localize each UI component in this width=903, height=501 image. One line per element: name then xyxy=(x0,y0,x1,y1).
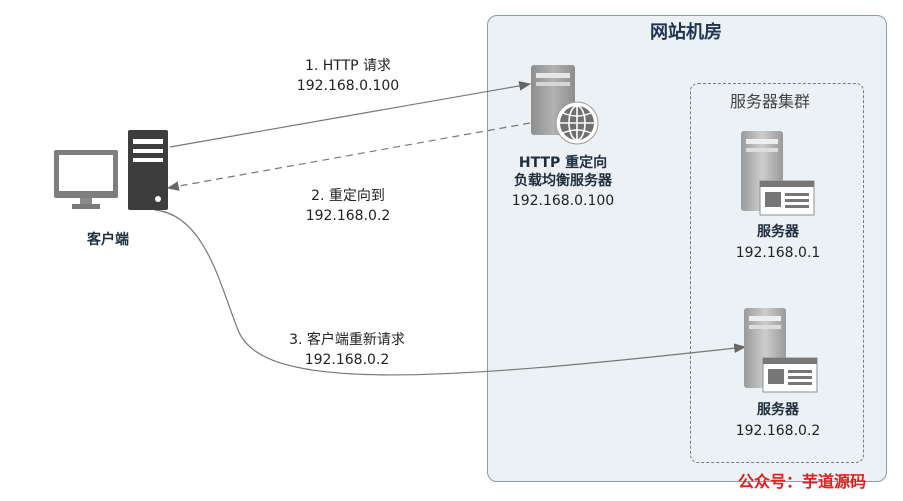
edge-3-title: 3. 客户端重新请求 xyxy=(289,332,405,348)
server-1-label: 服务器 192.168.0.1 xyxy=(728,222,828,264)
tower-icon xyxy=(128,130,168,210)
cluster-title: 服务器集群 xyxy=(730,92,811,111)
edge-3-ip: 192.168.0.2 xyxy=(304,352,390,368)
edge-1-label: 1. HTTP 请求 192.168.0.100 xyxy=(288,56,408,96)
globe-icon xyxy=(555,101,599,145)
server-2-icon xyxy=(744,308,818,393)
server-2-name: 服务器 xyxy=(757,402,799,418)
server-2-ip: 192.168.0.2 xyxy=(735,423,821,439)
edge-redirect xyxy=(166,122,531,191)
edge-http-request xyxy=(169,81,532,148)
server-1-name: 服务器 xyxy=(757,224,799,240)
client-label: 客户端 xyxy=(87,232,129,248)
load-balancer-ip: 192.168.0.100 xyxy=(511,193,615,209)
server-2-label: 服务器 192.168.0.2 xyxy=(728,400,828,442)
edge-2-ip: 192.168.0.2 xyxy=(305,208,391,224)
edge-2-title: 2. 重定向到 xyxy=(311,188,385,204)
server-1-icon xyxy=(741,131,815,216)
datacenter-title: 网站机房 xyxy=(650,22,722,43)
edge-1-ip: 192.168.0.100 xyxy=(296,78,400,94)
edge-3-label: 3. 客户端重新请求 192.168.0.2 xyxy=(272,330,422,370)
edge-2-label: 2. 重定向到 192.168.0.2 xyxy=(288,186,408,226)
edge-1-title: 1. HTTP 请求 xyxy=(304,58,392,74)
load-balancer-label: HTTP 重定向 负载均衡服务器 192.168.0.100 xyxy=(495,154,631,212)
load-balancer-title-1: HTTP 重定向 xyxy=(518,155,608,171)
server-1-ip: 192.168.0.1 xyxy=(735,245,821,261)
edge-re-request xyxy=(154,209,747,376)
server-cluster-box xyxy=(690,83,864,463)
monitor-icon xyxy=(54,150,118,209)
watermark: 公众号：芋道源码 xyxy=(738,472,867,491)
load-balancer-title-2: 负载均衡服务器 xyxy=(514,173,612,189)
